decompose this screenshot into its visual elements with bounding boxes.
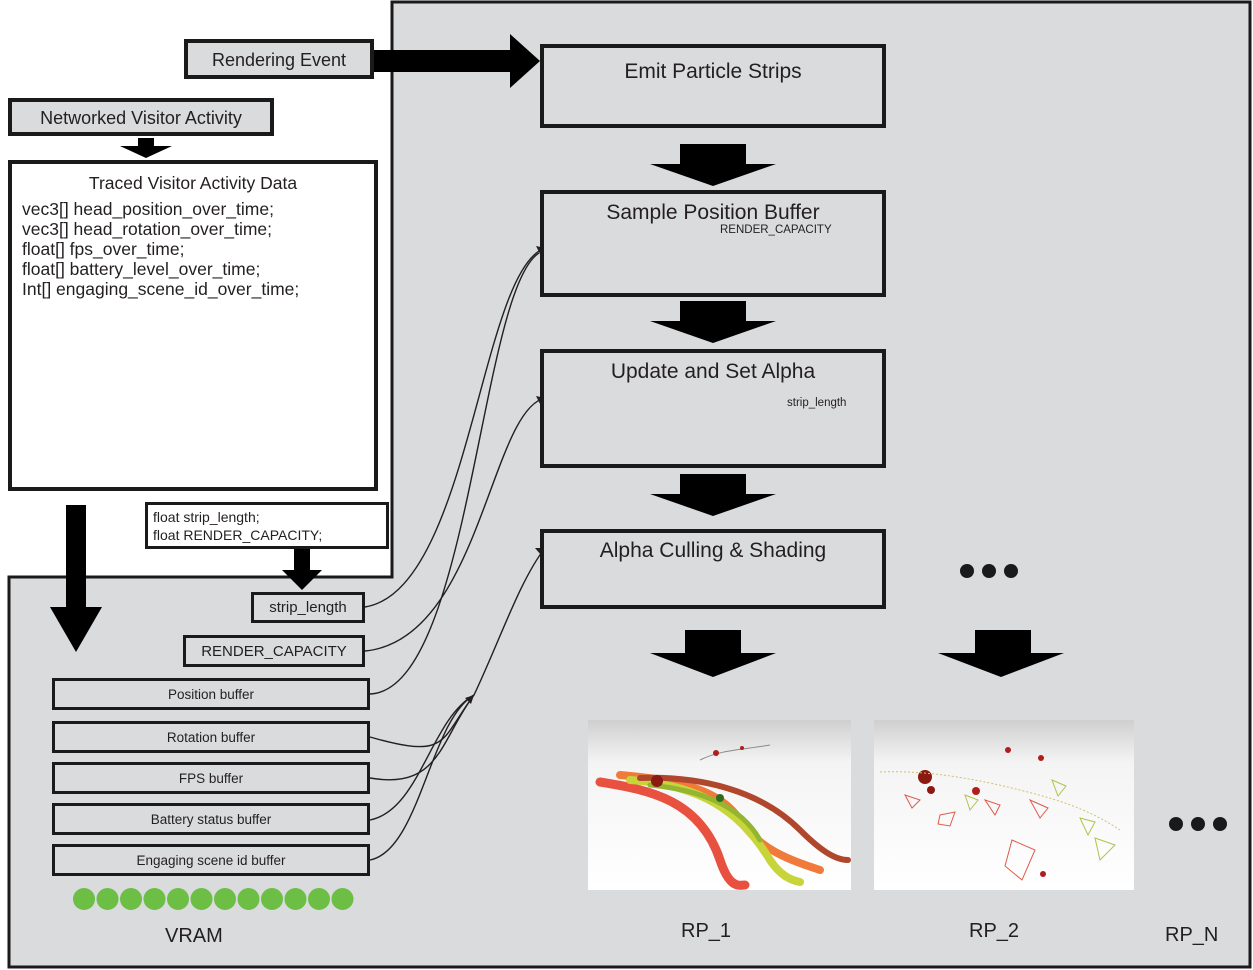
rp2-render-image: [874, 720, 1134, 890]
vram-dot: [73, 888, 95, 910]
vram-dot: [120, 888, 142, 910]
cull-to-rp1-arrow: [650, 630, 776, 677]
render-capacity-label: RENDER_CAPACITY: [201, 643, 347, 660]
strip-length-label: strip_length: [269, 599, 347, 616]
connector-curves: [364, 247, 546, 861]
fps-buffer-label: FPS buffer: [178, 771, 244, 786]
vram-dots: [73, 888, 354, 910]
emit-particle-strips-label: Emit Particle Strips: [624, 60, 802, 83]
render-capacity-bracket-label: RENDER_CAPACITY: [720, 224, 832, 236]
engaging-scene-id-buffer-label: Engaging scene id buffer: [136, 853, 286, 868]
vram-dot: [143, 888, 166, 910]
traced-field-head-position: vec3[] head_position_over_time;: [22, 199, 274, 219]
rpn-label: RP_N: [1165, 924, 1219, 946]
networked-activity-box: Networked Visitor Activity: [8, 98, 274, 136]
sample-position-buffer-label: Sample Position Buffer: [606, 201, 820, 224]
traced-field-fps: float[] fps_over_time;: [22, 239, 185, 259]
render-capacity-box: RENDER_CAPACITY: [183, 635, 365, 667]
traced-to-buffers-arrow: [50, 505, 102, 652]
vram-dot: [167, 888, 189, 910]
networked-to-traced-arrow: [120, 138, 172, 158]
vram-dot: [96, 888, 119, 910]
alpha-culling-label: Alpha Culling & Shading: [599, 539, 827, 562]
rotation-buffer-label: Rotation buffer: [166, 730, 256, 745]
vram-dot: [261, 888, 283, 910]
traced-data-title: Traced Visitor Activity Data: [88, 173, 298, 193]
update-alpha-box: Update and Set Alpha: [540, 349, 886, 468]
update-alpha-label: Update and Set Alpha: [610, 360, 816, 383]
params-box: float strip_length; float RENDER_CAPACIT…: [145, 502, 389, 549]
rendering-event-arrow: [372, 34, 540, 88]
sample-position-buffer-box: Sample Position Buffer: [540, 190, 886, 297]
rp2-label: RP_2: [969, 920, 1020, 942]
strip-length-box: strip_length: [251, 592, 365, 623]
traced-field-scene-id: Int[] engaging_scene_id_over_time;: [22, 279, 300, 299]
rotation-buffer: Rotation buffer: [52, 721, 370, 753]
rp1-render-image: [588, 720, 851, 890]
rendering-event-box: Rendering Event: [184, 39, 374, 79]
strip-length-bracket-label: strip_length: [787, 397, 847, 409]
param-strip-length: float strip_length;: [153, 509, 260, 525]
battery-status-buffer: Battery status buffer: [52, 803, 370, 835]
ellipsis-icon-top: [960, 564, 1018, 578]
update-to-cull-arrow: [650, 474, 776, 516]
networked-activity-label: Networked Visitor Activity: [40, 108, 242, 128]
traced-field-head-rotation: vec3[] head_rotation_over_time;: [22, 219, 273, 239]
vram-dot: [237, 888, 260, 910]
position-buffer-label: Position buffer: [167, 687, 255, 702]
vram-dot: [331, 888, 354, 910]
traced-data-box: Traced Visitor Activity Data: [8, 160, 378, 491]
emit-to-sample-arrow: [650, 144, 776, 186]
alpha-culling-box: Alpha Culling & Shading: [540, 529, 886, 609]
emit-particle-strips-box: Emit Particle Strips: [540, 44, 886, 128]
battery-status-buffer-label: Battery status buffer: [150, 812, 272, 827]
vram-dot: [308, 888, 330, 910]
vram-dot: [190, 888, 213, 910]
fps-buffer: FPS buffer: [52, 762, 370, 794]
vram-dot: [214, 888, 236, 910]
vram-label: VRAM: [165, 925, 223, 947]
cull-to-rp2-arrow: [938, 630, 1064, 677]
rp1-label: RP_1: [681, 920, 732, 942]
rendering-event-label: Rendering Event: [211, 50, 347, 70]
traced-field-battery: float[] battery_level_over_time;: [22, 259, 261, 279]
params-to-strip-arrow: [282, 548, 322, 590]
ellipsis-icon-bottom: [1169, 817, 1227, 831]
param-render-capacity: float RENDER_CAPACITY;: [153, 527, 323, 543]
position-buffer: Position buffer: [52, 678, 370, 710]
vram-dot: [284, 888, 307, 910]
engaging-scene-id-buffer: Engaging scene id buffer: [52, 844, 370, 876]
sample-to-update-arrow: [650, 301, 776, 343]
